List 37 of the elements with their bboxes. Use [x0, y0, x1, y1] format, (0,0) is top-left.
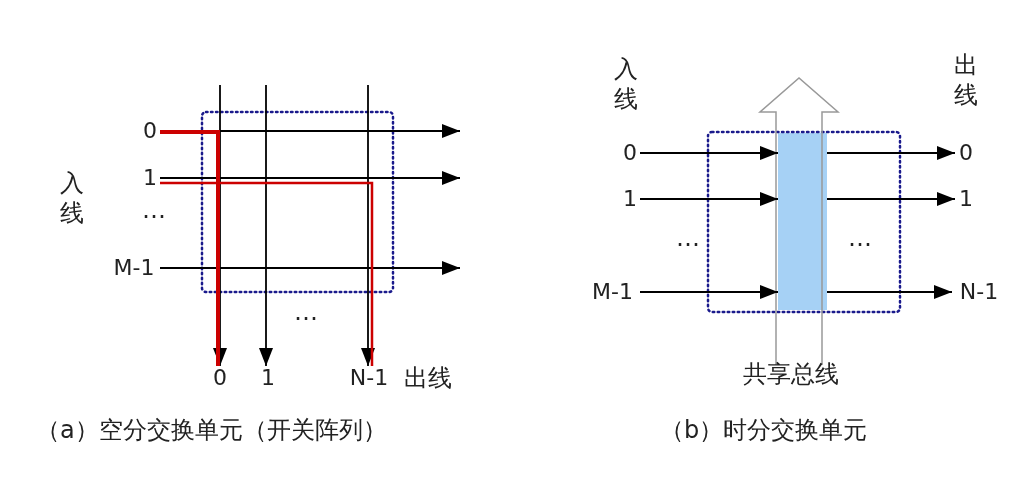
line-group-label: 入线	[60, 168, 85, 228]
arrow	[361, 84, 375, 367]
bus-label: 共享总线	[743, 360, 839, 388]
switched-path	[160, 130, 220, 366]
subfigure-caption: （a）空分交换单元（开关阵列）	[36, 416, 387, 444]
port-number: 0	[955, 141, 977, 165]
ellipsis: …	[676, 224, 700, 252]
port-number: M-1	[585, 280, 640, 304]
arrow	[826, 285, 953, 299]
arrow	[213, 84, 227, 367]
port-number: N-1	[952, 280, 1006, 304]
switched-path	[160, 181, 374, 366]
port-number: 1	[955, 187, 977, 211]
port-number: 1	[140, 166, 160, 190]
arrow	[639, 285, 779, 299]
port-number: 0	[140, 119, 160, 143]
port-number: 1	[620, 187, 640, 211]
arrow	[259, 84, 273, 367]
port-number: 0	[208, 366, 232, 390]
arrow	[159, 171, 461, 185]
line-group-label: 出线	[404, 364, 452, 392]
arrow	[159, 261, 461, 275]
port-number: 0	[620, 141, 640, 165]
subfigure-caption: （b）时分交换单元	[660, 416, 868, 444]
port-number: N-1	[342, 366, 396, 390]
arrow	[639, 146, 779, 160]
arrow	[639, 192, 779, 206]
shared-bus-bar	[778, 133, 827, 310]
ellipsis: …	[294, 298, 318, 326]
ellipsis: …	[142, 196, 166, 224]
line-group-label: 出线	[954, 50, 979, 110]
line-group-label: 入线	[614, 54, 639, 114]
port-number: M-1	[108, 256, 160, 280]
arrow	[826, 146, 956, 160]
arrow	[826, 192, 956, 206]
ellipsis: …	[848, 224, 872, 252]
port-number: 1	[256, 366, 280, 390]
